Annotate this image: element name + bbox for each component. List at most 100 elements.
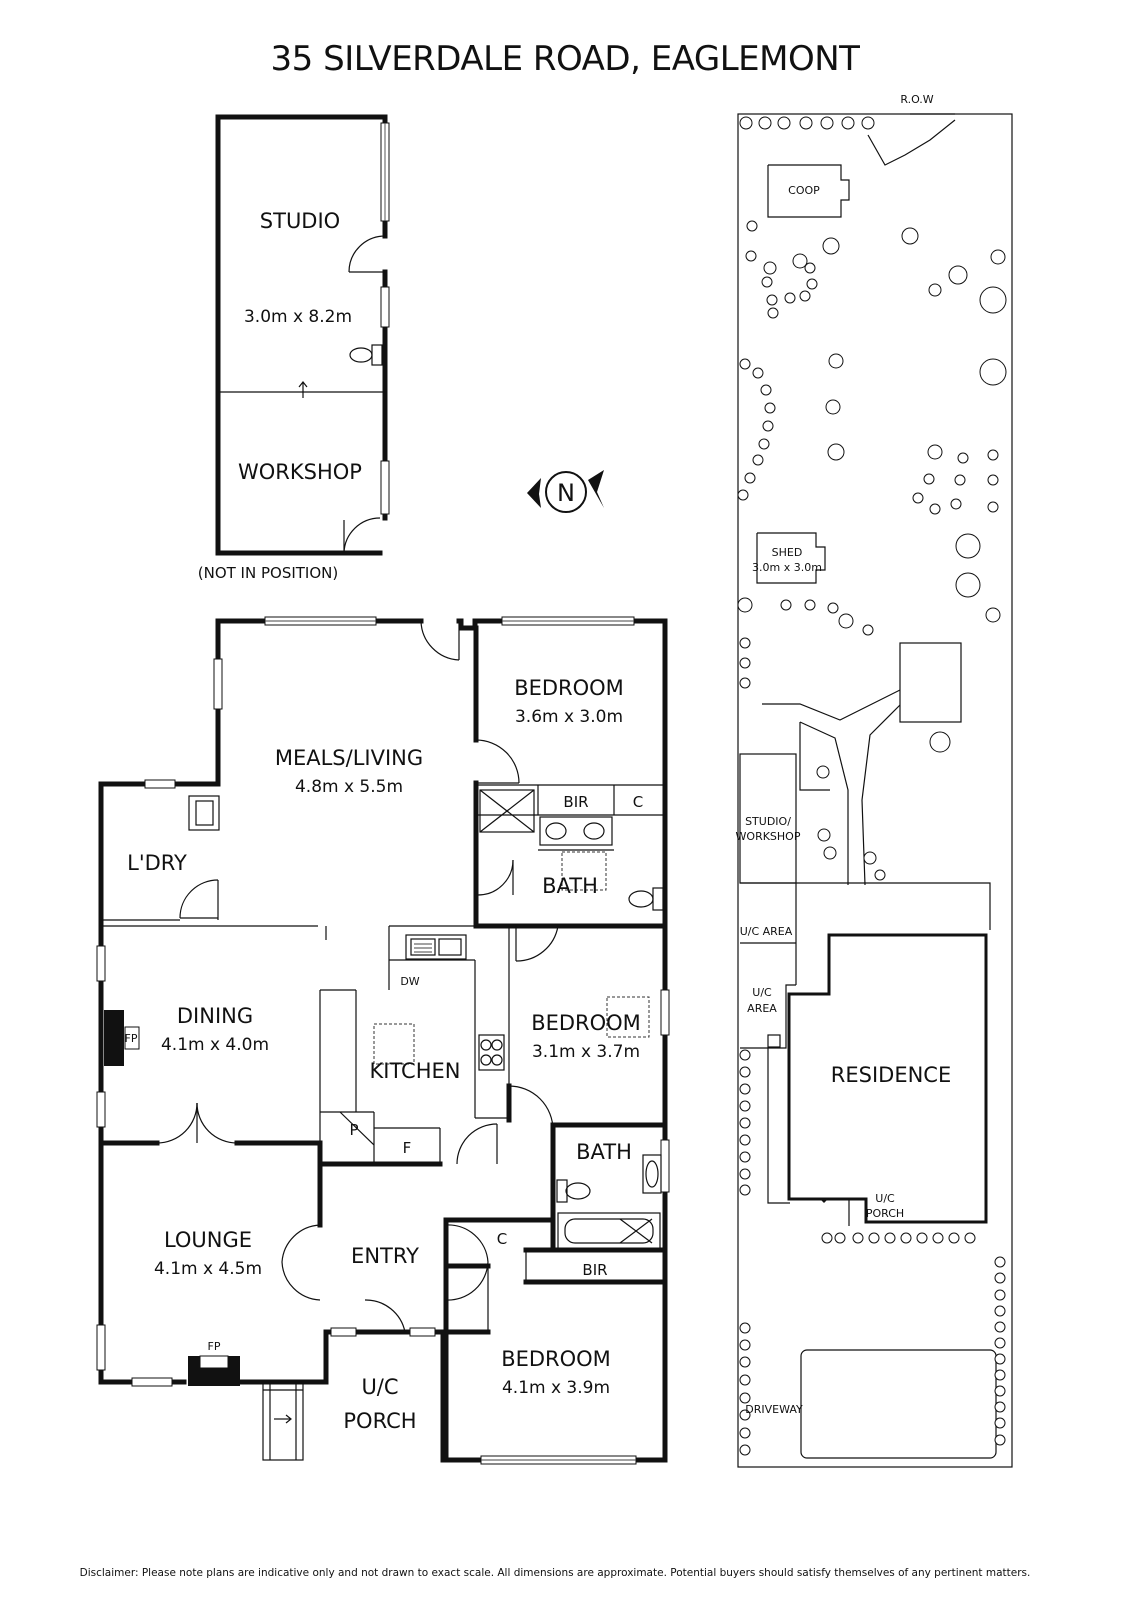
site-studio-workshop-line2: WORKSHOP bbox=[736, 830, 801, 843]
tree-icon bbox=[994, 1417, 1006, 1429]
tree-icon bbox=[804, 599, 816, 611]
tree-icon bbox=[964, 1232, 976, 1244]
uc-area-1-label: U/C AREA bbox=[740, 925, 793, 938]
tree-icon bbox=[994, 1289, 1006, 1301]
tree-icon bbox=[900, 1232, 912, 1244]
tree-icon bbox=[861, 116, 875, 130]
compass-north-label: N bbox=[557, 479, 575, 507]
dining-label: DINING bbox=[177, 1004, 253, 1028]
tree-icon bbox=[927, 444, 943, 460]
dishwasher-label: DW bbox=[400, 975, 419, 988]
tree-icon bbox=[994, 1272, 1006, 1284]
bedroom1-label: BEDROOM bbox=[514, 676, 624, 700]
coop-label: COOP bbox=[788, 184, 820, 197]
tree-icon bbox=[739, 1409, 751, 1421]
tree-icon bbox=[745, 250, 757, 262]
dining-size: 4.1m x 4.0m bbox=[161, 1035, 269, 1055]
tree-icon bbox=[994, 1369, 1006, 1381]
tree-icon bbox=[827, 602, 839, 614]
tree-icon bbox=[955, 572, 981, 598]
not-in-position-note: (NOT IN POSITION) bbox=[198, 564, 339, 582]
tree-icon bbox=[916, 1232, 928, 1244]
plan-title: 35 SILVERDALE ROAD, EAGLEMONT bbox=[271, 39, 861, 79]
tree-icon bbox=[928, 283, 942, 297]
tree-icon bbox=[739, 657, 751, 669]
tree-icon bbox=[994, 1434, 1006, 1446]
tree-icon bbox=[739, 1392, 751, 1404]
tree-icon bbox=[950, 498, 962, 510]
tree-icon bbox=[948, 1232, 960, 1244]
dining-fireplace-label: FP bbox=[125, 1032, 138, 1045]
tree-icon bbox=[827, 443, 845, 461]
tree-icon bbox=[739, 1168, 751, 1180]
tree-icon bbox=[737, 489, 749, 501]
kitchen-label: KITCHEN bbox=[370, 1059, 461, 1083]
tree-icon bbox=[804, 262, 816, 274]
tree-icon bbox=[792, 253, 808, 269]
tree-icon bbox=[739, 1184, 751, 1196]
tree-icon bbox=[739, 1117, 751, 1129]
bir1-label: BIR bbox=[563, 793, 588, 811]
outbuilding-plan bbox=[215, 114, 390, 556]
tree-icon bbox=[739, 1134, 751, 1146]
tree-icon bbox=[820, 116, 834, 130]
tree-icon bbox=[752, 367, 764, 379]
tree-icon bbox=[760, 384, 772, 396]
tree-icon bbox=[985, 607, 1001, 623]
row-label: R.O.W bbox=[900, 93, 933, 106]
shed-label: SHED bbox=[772, 546, 803, 559]
tree-icon bbox=[764, 402, 776, 414]
tree-icon bbox=[739, 1151, 751, 1163]
c1-label: C bbox=[633, 793, 643, 811]
tree-icon bbox=[739, 1049, 751, 1061]
tree-icon bbox=[994, 1256, 1006, 1268]
bedroom2-size: 3.1m x 3.7m bbox=[532, 1042, 640, 1062]
lounge-fireplace-label: FP bbox=[208, 1340, 221, 1353]
tree-icon bbox=[994, 1305, 1006, 1317]
tree-icon bbox=[763, 261, 777, 275]
bedroom3-size: 4.1m x 3.9m bbox=[502, 1378, 610, 1398]
studio-size: 3.0m x 8.2m bbox=[244, 307, 352, 327]
tree-icon bbox=[994, 1321, 1006, 1333]
workshop-label: WORKSHOP bbox=[238, 460, 362, 484]
tree-icon bbox=[954, 474, 966, 486]
site-uc-porch-line1: U/C bbox=[875, 1192, 895, 1205]
site-trees-icons bbox=[737, 116, 1007, 1456]
tree-icon bbox=[739, 1100, 751, 1112]
tree-icon bbox=[758, 116, 772, 130]
bath1-label: BATH bbox=[542, 874, 598, 898]
tree-icon bbox=[863, 851, 877, 865]
tree-icon bbox=[994, 1385, 1006, 1397]
tree-icon bbox=[806, 278, 818, 290]
tree-icon bbox=[874, 869, 886, 881]
tree-icon bbox=[994, 1337, 1006, 1349]
tree-icon bbox=[739, 1356, 751, 1368]
tree-icon bbox=[825, 399, 841, 415]
tree-icon bbox=[823, 846, 837, 860]
meals-living-label: MEALS/LIVING bbox=[275, 746, 423, 770]
tree-icon bbox=[987, 449, 999, 461]
tree-icon bbox=[739, 677, 751, 689]
meals-living-size: 4.8m x 5.5m bbox=[295, 777, 403, 797]
tree-icon bbox=[761, 276, 773, 288]
tree-icon bbox=[739, 1322, 751, 1334]
studio-label: STUDIO bbox=[260, 209, 340, 233]
tree-icon bbox=[766, 294, 778, 306]
tree-icon bbox=[852, 1232, 864, 1244]
tree-icon bbox=[979, 286, 1007, 314]
tree-icon bbox=[777, 116, 791, 130]
tree-icon bbox=[955, 533, 981, 559]
tree-icon bbox=[979, 358, 1007, 386]
c2-label: C bbox=[497, 1230, 507, 1248]
residence-label: RESIDENCE bbox=[831, 1063, 951, 1087]
site-uc-porch-line2: PORCH bbox=[866, 1207, 904, 1220]
tree-icon bbox=[746, 220, 758, 232]
lounge-label: LOUNGE bbox=[164, 1228, 252, 1252]
tree-icon bbox=[744, 472, 756, 484]
tree-icon bbox=[987, 501, 999, 513]
tree-icon bbox=[957, 452, 969, 464]
house-floor-plan bbox=[96, 616, 670, 1465]
tree-icon bbox=[739, 116, 753, 130]
lounge-size: 4.1m x 4.5m bbox=[154, 1259, 262, 1279]
tree-icon bbox=[767, 307, 779, 319]
